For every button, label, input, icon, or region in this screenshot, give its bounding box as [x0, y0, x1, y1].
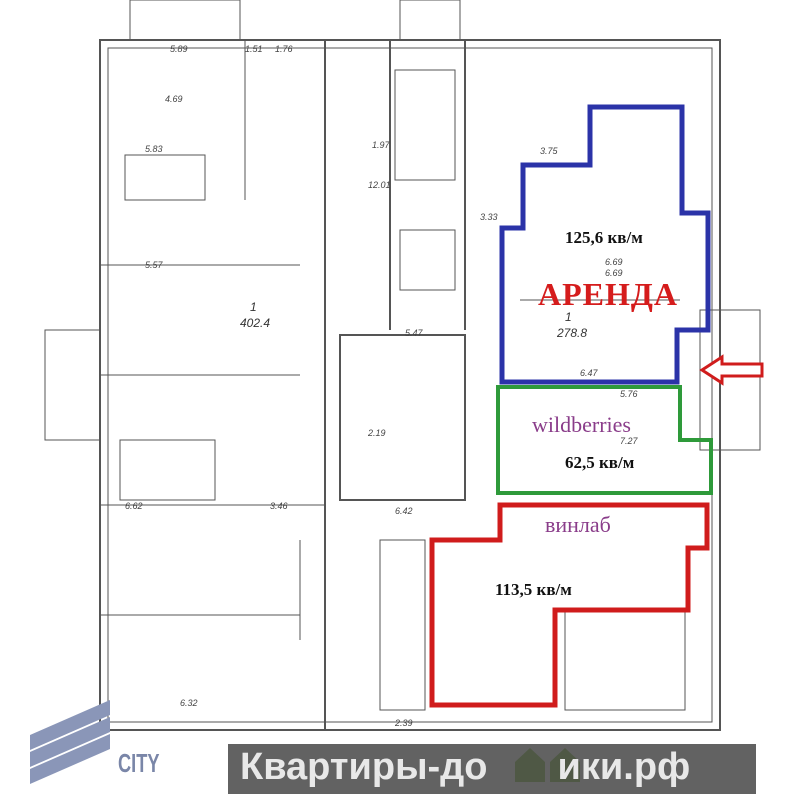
watermark-text-right: ики.рф [557, 746, 691, 788]
dimension: 2.39 [395, 718, 413, 728]
dimension: 2.19 [368, 428, 386, 438]
room-1-number: 1 [250, 300, 257, 314]
wildberries-unit-outline[interactable] [496, 385, 713, 495]
dimension: 6.69 [605, 268, 623, 278]
dimension: 3.75 [540, 146, 558, 156]
vinlab-unit-area: 113,5 кв/м [495, 580, 572, 599]
dimension: 3.33 [480, 212, 498, 222]
dimension: 6.42 [395, 506, 413, 516]
dimension: 1.51 [245, 44, 263, 54]
rent-status-label: АРЕНДА [538, 276, 679, 312]
dimension: 6.32 [180, 698, 198, 708]
dimension: 7.27 [620, 436, 638, 446]
dimension: 5.47 [405, 328, 423, 338]
vinlab-tenant-label: винлаб [545, 512, 611, 537]
rent-unit-area: 125,6 кв/м [565, 228, 643, 247]
room-2-number: 1 [565, 310, 572, 324]
watermark-banner [228, 744, 756, 794]
walls [44, 0, 761, 731]
dimension: 12.01 [368, 180, 391, 190]
rent-unit-outline[interactable] [499, 104, 711, 385]
wildberries-unit-area: 62,5 кв/м [565, 453, 635, 472]
dimension: 1.97 [372, 140, 390, 150]
dimension: 6.69 [605, 257, 623, 267]
city-logo-text: CITY [118, 748, 160, 778]
dimension: 1.76 [275, 44, 293, 54]
dimension: 4.69 [165, 94, 183, 104]
dimension: 5.83 [145, 144, 163, 154]
dimension: 3.46 [270, 501, 288, 511]
dimension: 6.47 [580, 368, 598, 378]
room-2-area: 278.8 [557, 326, 588, 340]
room-1-area: 402.4 [240, 316, 271, 330]
dimension: 5.76 [620, 389, 638, 399]
vinlab-unit-outline[interactable] [429, 502, 710, 708]
watermark-text-left: Квартиры-до [240, 746, 488, 788]
watermark-text: Квартиры-до ики.рф [240, 746, 690, 789]
dimension: 5.89 [170, 44, 188, 54]
entrance-arrow-icon [699, 354, 764, 386]
wildberries-tenant-label: wildberries [532, 412, 631, 437]
city-logo-icon [30, 700, 110, 784]
dimension: 6.62 [125, 501, 143, 511]
dimension: 5.57 [145, 260, 163, 270]
